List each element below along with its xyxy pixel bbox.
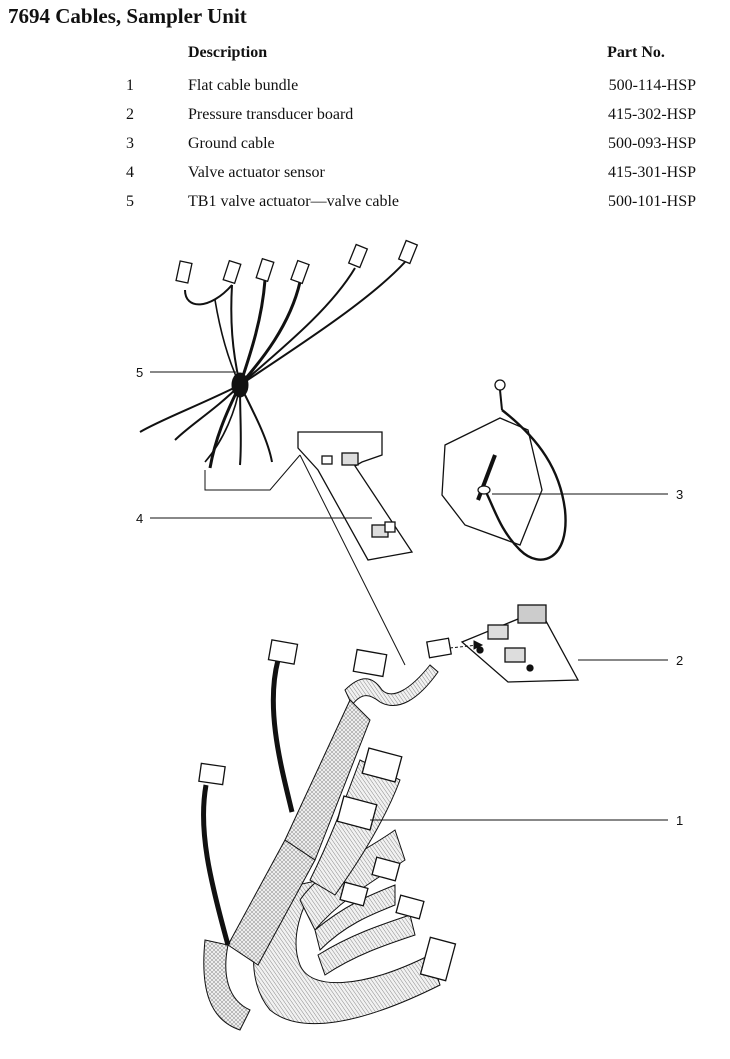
page-title: 7694 Cables, Sampler Unit [8,4,247,28]
row-part-no: 500-114-HSP [608,76,696,94]
row-number: 3 [126,134,134,152]
ground-cable-illustration [441,379,567,561]
row-description: Flat cable bundle [188,76,299,94]
table-row: 2 Pressure transducer board 415-302-HSP [126,100,696,129]
row-part-no: 415-302-HSP [607,105,696,123]
row-description: TB1 valve actuator—valve cable [188,192,400,210]
row-part-no: 500-093-HSP [607,134,696,152]
row-description: Pressure transducer board [188,105,354,123]
row-part-no: 415-301-HSP [607,163,696,181]
row-description: Valve actuator sensor [188,163,325,181]
exploded-parts-diagram: 1 2 3 4 5 [136,239,683,1031]
pressure-transducer-board-illustration [460,604,580,683]
row-number: 5 [126,192,134,210]
flat-cable-bundle-illustration [198,637,484,1031]
parts-table: Description Part No. 1 Flat cable bundle… [126,42,696,216]
tb1-valve-cable-illustration [139,239,419,491]
table-row: 4 Valve actuator sensor 415-301-HSP [126,158,696,187]
header-part-no: Part No. [607,44,665,61]
table-row: 5 TB1 valve actuator—valve cable 500-101… [126,187,696,216]
parts-table-header: Description Part No. [126,42,696,71]
callout-1: 1 [676,813,683,828]
valve-actuator-sensor-illustration [297,431,414,666]
callout-3: 3 [676,487,683,502]
callout-2: 2 [676,653,683,668]
row-number: 4 [126,163,134,181]
table-row: 1 Flat cable bundle 500-114-HSP [126,71,696,100]
row-part-no: 500-101-HSP [607,192,696,210]
row-number: 2 [126,105,134,123]
callout-5: 5 [136,365,143,380]
callout-leaders [150,371,668,821]
header-number [126,42,188,71]
table-row: 3 Ground cable 500-093-HSP [126,129,696,158]
row-number: 1 [126,76,134,94]
header-description: Description [188,44,268,61]
row-description: Ground cable [188,134,275,152]
callout-4: 4 [136,511,143,526]
